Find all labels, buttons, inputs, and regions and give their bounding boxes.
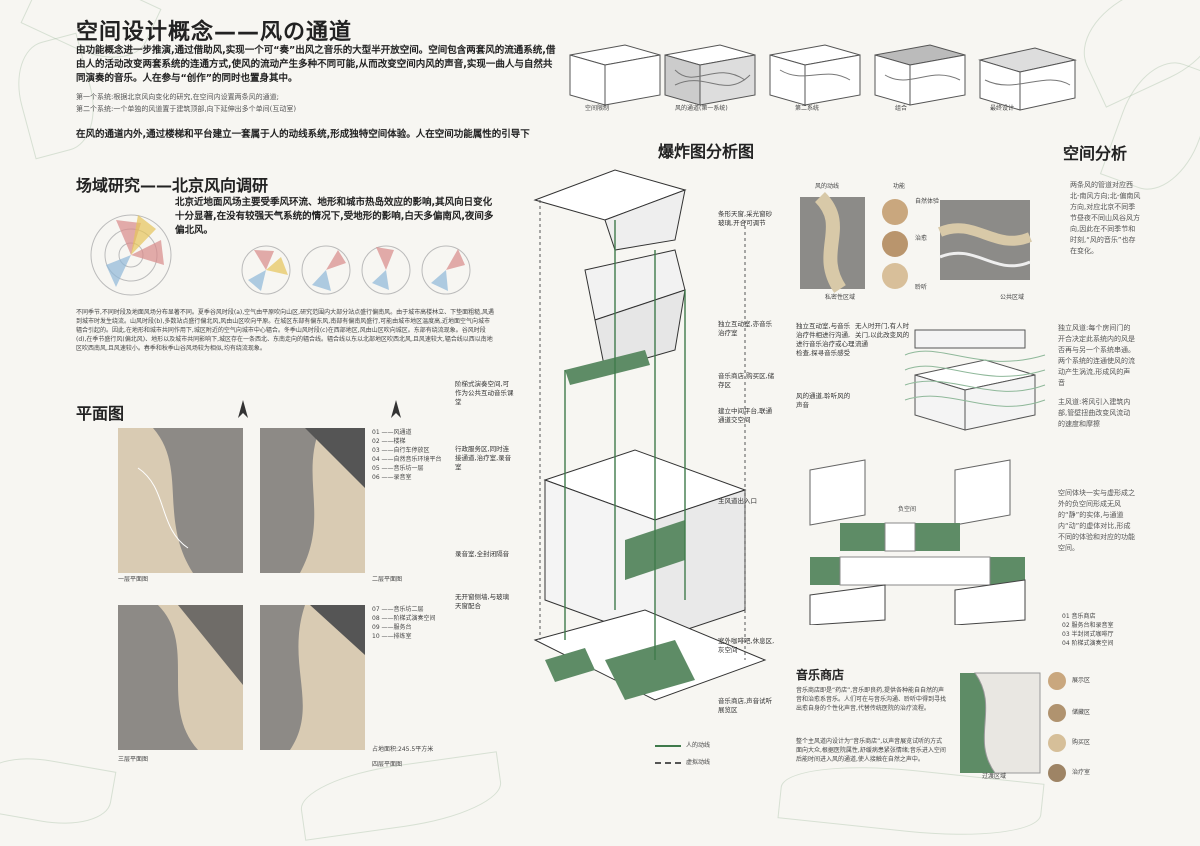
legend-item: 07 ——音乐坊二层 (372, 606, 424, 613)
site-text: 北京近地面风场主要受季风环流、地形和城市热岛效应的影响,其风向日变化十分显著,在… (175, 197, 494, 236)
legend-item: 01 ——风通道 (372, 429, 412, 436)
plan-heading: 平面图 (76, 404, 125, 423)
shop-text: 音乐商店即是“药店”,音乐即良药,提供各种能自自然的声音和治愈系音乐。人们可在与… (796, 687, 947, 712)
callout-right: 条形天窗,采光窗砂玻璃,开合可调节 (718, 210, 773, 227)
func-note: 风的通道,聆听风的声音 (796, 392, 851, 409)
floor-label: 三层平面图 (118, 756, 149, 763)
negative-space-label: 负空间 (898, 506, 917, 513)
intro2-text: 在风的通道内外,通过楼梯和平台建立一套属于人的动线系统,形成独特空间体验。人在空… (76, 129, 530, 140)
legend-item: 09 ——服务台 (372, 624, 412, 631)
analysis-text3: 主风道:将风引入建筑内部,管壁扭曲改变风流动的速度和摩擦 (1058, 398, 1131, 428)
plan-floor2 (260, 428, 365, 573)
shop-tag: 展示区 (1072, 677, 1091, 684)
legend-item: 04 阶梯式演奏空间 (1062, 640, 1114, 647)
concept-label: 组合 (895, 105, 908, 112)
system2-text: 第二个系统:一个单独的风道置于建筑顶部,向下延伸出多个单间(互动室) (76, 105, 297, 113)
callout-left: 录音室,全封闭隔音 (455, 550, 510, 558)
plan-floor1 (118, 428, 243, 573)
site-heading: 场域研究——北京风向调研 (76, 176, 269, 195)
legend-label: 虚拟动线 (686, 759, 711, 766)
floor-label: 四层平面图 (372, 761, 403, 768)
north-arrow-icon (238, 400, 248, 418)
floor-label: 二层平面图 (372, 576, 403, 583)
legend-solid-line (655, 745, 681, 747)
legend-item: 08 ——阶梯式演奏空间 (372, 615, 436, 622)
callout-right: 音乐商店,购买区,储存区 (718, 372, 775, 389)
legend-item: 02 ——楼梯 (372, 438, 406, 445)
shop-text2: 整个主风道内设计为“音乐商店”,以声音展览试听的方式面向大众,根据医院属性,舒缓… (796, 738, 946, 763)
site-detail: 不同季节,不同时段及地面风场分布显著不同。夏季谷风时段(a),空气由平原吹向山区… (76, 309, 494, 352)
analysis-legend: 01 音乐商店 02 服务台和录音室 03 半封闭式咖啡厅 04 阶梯式演奏空间 (1062, 612, 1114, 648)
wind-line-label: 风的动线 (815, 183, 840, 190)
public-label: 公共区域 (1000, 294, 1025, 301)
shop-photo (1048, 672, 1066, 690)
concept-label: 第二系统 (795, 105, 820, 112)
func-item: 自然体验 (915, 198, 940, 205)
callout-right: 音乐商店,声音试听展览区 (718, 697, 773, 714)
area-note: 占地面积:245.5平方米 (372, 746, 434, 753)
analysis-heading: 空间分析 (1063, 144, 1128, 163)
analysis-text2: 独立风道:每个房间门的开合决定此系统内的风是否再与另一个系统串通。两个系统的连通… (1058, 324, 1135, 387)
shop-tag: 治疗室 (1072, 769, 1091, 776)
zone-label: 过渡区域 (982, 773, 1007, 780)
legend-item: 02 服务台和录音室 (1062, 622, 1114, 629)
page-title: 空间设计概念——风の通道 (76, 20, 353, 45)
intro-text: 由功能概念进一步推演,通过借助风,实现一个可“奏”出风之音乐的大型半开放空间。空… (76, 45, 556, 84)
callout-left: 无开窗侧墙,与玻璃天窗配合 (455, 593, 510, 610)
private-label: 私密性区域 (825, 294, 856, 301)
func-item: 治愈 (915, 235, 928, 242)
system1-text: 第一个系统:根据北京风向变化的研究,在空间内设置两条风的通道; (76, 93, 279, 101)
legend-item: 10 ——排练室 (372, 633, 412, 640)
shop-photo (1048, 704, 1066, 722)
floor-label: 一层平面图 (118, 576, 149, 583)
callout-left: 行政服务区,同时连接通道,治疗室,录音室 (455, 445, 512, 471)
plan-legend-2: 07 ——音乐坊二层 08 ——阶梯式演奏空间 09 ——服务台 10 ——排练… (372, 605, 436, 641)
shop-photo (1048, 764, 1066, 782)
legend-item: 03 半封闭式咖啡厅 (1062, 631, 1114, 638)
shop-tag: 购买区 (1072, 739, 1091, 746)
note1: 独立互动室,与音乐治疗件相进行沟通,进行音乐治疗或心理检查,探寻音乐感受 (796, 322, 855, 357)
shop-photo (1048, 734, 1066, 752)
plan-floor4 (260, 605, 365, 750)
wind-rose-charts (90, 214, 471, 296)
north-arrow-icon (391, 400, 401, 418)
legend-item: 03 ——自行车停放区 (372, 447, 430, 454)
legend-item: 01 音乐商店 (1062, 613, 1096, 620)
concept-label: 空间限制 (585, 105, 610, 112)
func-label: 功能 (893, 183, 906, 190)
callout-right: 主风道出入口 (718, 497, 757, 505)
plan-legend-1: 01 ——风通道 02 ——楼梯 03 ——自行车停放区 04 ——自然音乐环境… (372, 428, 442, 482)
leaf-decoration (0, 749, 117, 833)
shop-heading: 音乐商店 (796, 668, 845, 682)
callout-right: 建立中间平台,联通通道交空间 (718, 407, 773, 424)
legend-item: 06 ——录音室 (372, 474, 412, 481)
shop-tag: 储藏区 (1072, 709, 1091, 716)
callout-right: 室外咖啡吧,休息区,灰空间 (718, 637, 775, 654)
analysis-text1: 两条风的管道对应西北-南风方向;北-偏南风方向,对应北京不同季节昼夜不同山风谷风… (1070, 181, 1141, 255)
callout-right: 独立互动室,亦音乐治疗室 (718, 320, 773, 337)
plan-floor3 (118, 605, 243, 750)
func-item: 聆听 (915, 284, 928, 291)
explode-heading: 爆炸图分析图 (658, 142, 755, 161)
legend-label: 人的动线 (686, 742, 711, 749)
concept-label: 风的通道(第一系统) (675, 105, 728, 112)
shop-plan (960, 672, 1041, 774)
legend-dashed-line (655, 762, 681, 764)
wind-function-diagram (800, 192, 1032, 293)
exploded-diagram (533, 169, 767, 701)
negative-space-diagram (809, 459, 1026, 625)
note2: 无人时开门,有人时关门,以此改变风的流通 (855, 322, 910, 348)
wind-system-diagram (904, 329, 1046, 431)
concept-diagrams (569, 44, 1077, 111)
legend-item: 05 ——音乐坊一层 (372, 465, 424, 472)
analysis-text4: 空间体块一实与虚形成之外的负空间形成无风的“静”的实体,与通道内“动”的虚体对比… (1058, 489, 1135, 552)
callout-left: 阶梯式演奏空间,可作为公共互动音乐课堂 (455, 380, 514, 406)
concept-label: 最终设计 (990, 105, 1015, 112)
legend-item: 04 ——自然音乐环境平台 (372, 456, 442, 463)
